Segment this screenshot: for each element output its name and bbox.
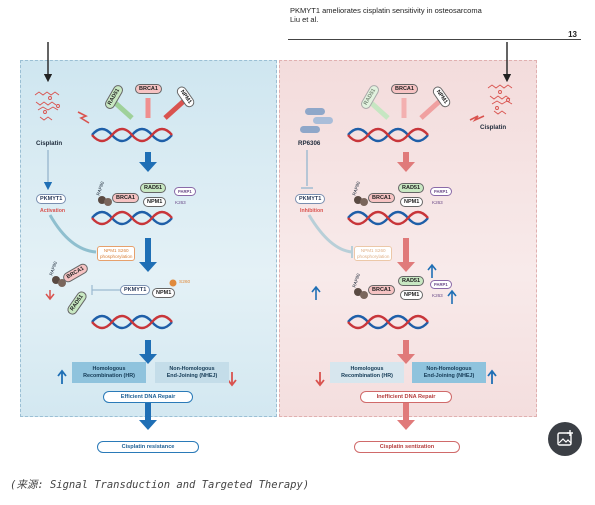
- nhej-box-right: Non-Homologous End-Joining (NHEJ): [412, 362, 486, 383]
- pkmyt1-mid-pill: PKMYT1: [120, 285, 151, 295]
- brca1-pill: BRCA1: [391, 84, 418, 94]
- hr-box-right: Homologous Recombination (HR): [330, 362, 404, 383]
- dna-helix-right-2: [347, 210, 429, 226]
- header-title: PKMYT1 ameliorates cisplatin sensitivity…: [290, 6, 482, 15]
- npm1-mid-pill: NPM1: [152, 288, 176, 298]
- k263-lower-label: K263: [432, 293, 443, 298]
- dna-helix-left-1: [91, 127, 173, 143]
- npm1-complex-pill: NPM1: [400, 197, 424, 207]
- down-arrow-icon: [45, 290, 55, 301]
- add-image-icon: [557, 430, 573, 446]
- pkmyt1-to-phospho-arrow: [48, 214, 97, 254]
- brca1-lower-pill: BRCA1: [368, 285, 395, 295]
- down-arrow-icon: [315, 372, 325, 387]
- up-arrow-icon: [57, 369, 67, 384]
- npm1-complex-pill: NPM1: [143, 197, 167, 207]
- dna-helix-right-3: [347, 314, 429, 330]
- cisplatin-sentization-box: Cisplatin sentization: [354, 441, 460, 453]
- lightning-icon: [469, 115, 485, 122]
- source-caption: (来源: Signal Transduction and Targeted Th…: [10, 479, 310, 491]
- header-authors: Liu et al.: [290, 15, 319, 24]
- hr-box-left: Homologous Recombination (HR): [72, 362, 146, 383]
- rp6306-capsule-icon: [300, 108, 333, 133]
- cisplatin-resistance-box: Cisplatin resistance: [97, 441, 199, 453]
- cisplatin-molecule-icon: [487, 84, 513, 115]
- page-number: 13: [568, 30, 577, 39]
- brca1-complex-pill: BRCA1: [368, 193, 395, 203]
- pkmyt1-pill-left: PKMYT1: [36, 194, 67, 204]
- nhej-box-left: Non-Homologous End-Joining (NHEJ): [155, 362, 229, 383]
- k263-label: K263: [175, 200, 186, 205]
- down-arrow-icon: [227, 372, 237, 387]
- phospho-dot: [169, 279, 177, 287]
- up-arrow-icon: [427, 263, 437, 278]
- lightning-icon: [77, 111, 90, 124]
- brca1-pill: BRCA1: [135, 84, 162, 94]
- header-rule: [288, 39, 581, 40]
- rap80-blob: [354, 288, 362, 296]
- brca1-complex-pill: BRCA1: [112, 193, 139, 203]
- rp6306-label: RP6306: [298, 140, 321, 147]
- pkmyt1-pill-right: PKMYT1: [295, 194, 326, 204]
- k263-label: K263: [432, 200, 443, 205]
- inhibition-label: Inhibition: [300, 208, 324, 214]
- activation-label: Activation: [40, 208, 66, 214]
- npm1-arrow-right: [419, 98, 443, 120]
- inefficient-repair-box: Inefficient DNA Repair: [360, 391, 452, 403]
- npm1-phospho-label-right: NPM1 S260 phosphorylation: [354, 246, 393, 261]
- parp1-pill: PARP1: [430, 187, 452, 196]
- dna-helix-left-2: [91, 210, 173, 226]
- dna-helix-left-3: [91, 314, 173, 330]
- rad51-complex-pill: RAD51: [398, 183, 425, 193]
- up-arrow-icon: [447, 289, 457, 304]
- dna-helix-right-1: [347, 127, 429, 143]
- npm1-phospho-label-left: NPM1 S260 phosphorylation: [97, 246, 136, 261]
- npm1-arrow-left: [163, 98, 187, 120]
- pkmyt1-to-phospho-inhibit: [307, 214, 353, 254]
- flow-arrows-left: [139, 152, 157, 430]
- up-arrow-icon: [487, 369, 497, 384]
- rad51-lower-pill: RAD51: [398, 276, 425, 286]
- npm1-lower-pill: NPM1: [400, 290, 424, 300]
- cisplatin-molecule-icon: [34, 91, 60, 121]
- rad51-complex-pill: RAD51: [140, 183, 167, 193]
- parp1-pill: PARP1: [174, 187, 196, 196]
- cisplatin-label-right: Cisplatin: [480, 124, 507, 131]
- up-arrow-icon: [311, 285, 321, 300]
- header-title-block: PKMYT1 ameliorates cisplatin sensitivity…: [290, 6, 482, 24]
- flow-arrows-right: [397, 152, 415, 430]
- parp1-lower-pill: PARP1: [430, 280, 452, 289]
- s260-label: S260: [179, 280, 191, 285]
- rap80-blob: [52, 276, 60, 284]
- efficient-repair-box: Efficient DNA Repair: [103, 391, 193, 403]
- add-image-button[interactable]: [548, 422, 582, 456]
- cisplatin-label-left: Cisplatin: [36, 140, 63, 147]
